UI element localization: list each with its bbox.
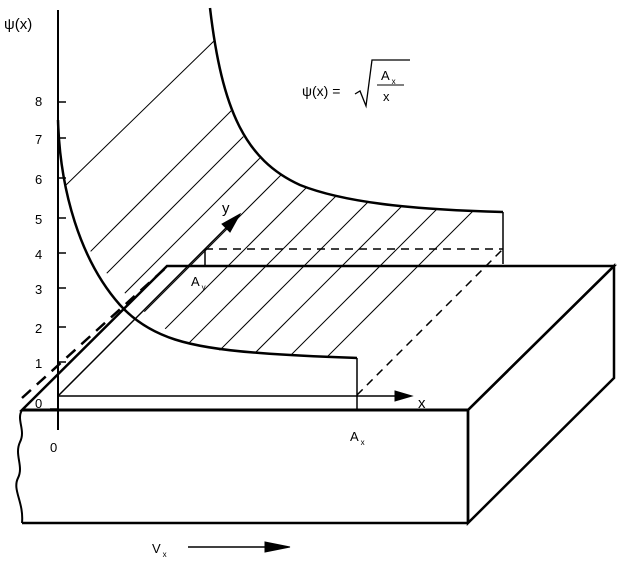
ax-label-main: A (350, 429, 359, 444)
slab-top-face (18, 264, 618, 412)
tick-label-7: 7 (35, 132, 42, 147)
dashed-lines (21, 248, 504, 399)
tick-label-1: 1 (35, 356, 42, 371)
tick-label-6: 6 (35, 172, 42, 187)
back-curve (56, 119, 358, 360)
psi-ticks (58, 101, 66, 363)
slab-right-face (466, 263, 616, 527)
back-edge-dashed (356, 248, 504, 396)
formula-numerator-main: A (381, 68, 390, 83)
ax-label-sub: x (361, 438, 365, 447)
velocity-label-sub: x (163, 550, 167, 559)
formula-numerator-sub: x (392, 77, 396, 86)
formula-denominator: x (383, 89, 390, 104)
surface-hatching (65, 79, 503, 358)
origin-label: 0 (50, 440, 57, 455)
tick-label-0: 0 (35, 396, 42, 411)
psi-tick-labels: 0 1 2 3 4 5 6 7 8 (35, 94, 42, 411)
slab (15, 263, 618, 527)
formula-sqrt-sign (354, 59, 410, 109)
x-axis-arrowhead (394, 390, 414, 402)
y-axis-arrowhead (221, 212, 242, 233)
depth-axis-dashed (21, 263, 171, 399)
axes (50, 10, 414, 430)
velocity-arrowhead (264, 541, 291, 553)
velocity-label-main: V (152, 541, 161, 556)
tick-label-2: 2 (35, 321, 42, 336)
slab-break-line (15, 409, 24, 524)
tick-label-3: 3 (35, 282, 42, 297)
tick-label-5: 5 (35, 212, 42, 227)
psi-axis-label: ψ(x) (4, 16, 32, 33)
formula-lhs: ψ(x) = (302, 83, 340, 99)
ay-label-main: A (191, 274, 200, 289)
tick-label-4: 4 (35, 247, 42, 262)
x-axis-label: x (418, 395, 426, 412)
tick-label-8: 8 (35, 94, 42, 109)
ay-label-sub: y (202, 283, 206, 292)
surface-left-edge (64, 39, 216, 187)
y-axis-inner (57, 225, 229, 397)
y-axis-label: y (222, 200, 230, 217)
front-curve (208, 7, 504, 214)
surface-outline (56, 7, 504, 410)
